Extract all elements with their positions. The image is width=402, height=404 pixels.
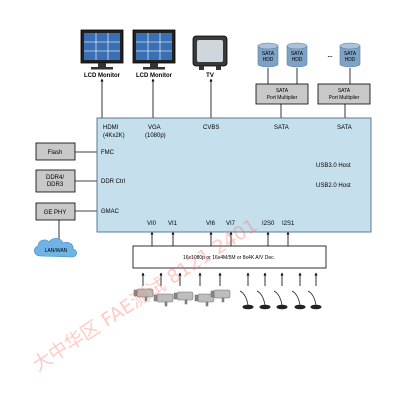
microphone-icon-1 [239,290,254,310]
soc-block: HDMI (4Kx2K) VGA (1080p) CVBS SATA SATA … [96,117,372,233]
soc-port-fmc: FMC [101,150,115,156]
tv-set: TV [192,35,228,79]
sata-hdd-2-line1: SATA [291,51,304,57]
soc-port-i2s1: I2S1 [282,221,295,227]
ge-phy-label: GE PHY [44,210,67,216]
camera-icon-2 [153,293,174,307]
soc-port-vi0: VI0 [147,221,157,227]
lan-wan-cloud: LAN/WAN [34,238,77,258]
flash-label: Flash [48,150,63,156]
soc-port-gmac: GMAC [101,209,120,215]
microphone-icon-5 [307,290,322,310]
flash-box: Flash [35,142,76,161]
camera-icon-4 [194,293,215,307]
sata-hdd-3-line1: SATA [344,51,357,57]
sata-hdd-1-line2: HDD [263,57,274,63]
camera-icon-1 [133,288,154,302]
ge-phy-box: GE PHY [35,202,76,221]
port-multiplier-1-line1: SATA [276,88,289,94]
connectors [58,68,351,286]
svg-text:DDR4/DDR3: DDR4/DDR3 [46,175,64,188]
soc-port-i2s0: I2S0 [262,221,275,227]
microphone-icons [239,290,322,310]
sata-hdd-1-line1: SATA [262,51,275,57]
soc-port-usb3: USB3.0 Host [316,163,351,169]
lan-wan-label: LAN/WAN [45,248,68,254]
sata-hdd-2-line2: HDD [292,57,303,63]
soc-port-vga-sub: (1080p) [145,133,166,139]
soc-port-ddr-ctrl: DDR Ctrl [101,179,125,185]
av-decoder-box: 16x1080p or 16x4M/5M or 8x4K A/V Dec. [132,245,327,269]
soc-port-sata-1: SATA [274,125,289,131]
ddr-line2: DDR3 [47,182,64,188]
microphone-icon-2 [256,290,271,310]
av-decoder-label: 16x1080p or 16x4M/5M or 8x4K A/V Dec. [183,255,275,261]
soc-port-hdmi-sub: (4Kx2K) [103,133,125,139]
soc-port-vi6: VI6 [206,221,216,227]
soc-port-cvbs: CVBS [203,125,219,131]
ddr-line1: DDR4/ [46,175,64,181]
microphone-icon-3 [273,290,288,310]
hdd-ellipsis: ... [327,53,332,59]
microphone-icon-4 [291,290,306,310]
sata-hdd-3-line2: HDD [345,57,356,63]
camera-icons [133,288,231,307]
lcd-monitor-1-label: LCD Monitor [84,73,121,79]
soc-port-sata-2: SATA [337,125,352,131]
lcd-monitor-2-label: LCD Monitor [136,73,173,79]
camera-icon-3 [173,291,194,305]
lcd-monitor-2: LCD Monitor [132,29,176,79]
port-multiplier-1-line2: Port Multiplier [267,95,298,101]
lcd-monitor-1: LCD Monitor [80,29,124,79]
soc-port-vi7: VI7 [226,221,236,227]
soc-port-vi1: VI1 [168,221,178,227]
soc-port-usb2: USB2.0 Host [316,183,351,189]
camera-icon-5 [210,289,231,303]
soc-port-vga: VGA [148,125,161,131]
port-multiplier-2-line1: SATA [338,88,351,94]
soc-port-hdmi: HDMI [103,125,119,131]
ddr-box: DDR4/DDR3 [35,169,76,193]
tv-label: TV [206,73,214,79]
port-multiplier-2-line2: Port Multiplier [329,95,360,101]
